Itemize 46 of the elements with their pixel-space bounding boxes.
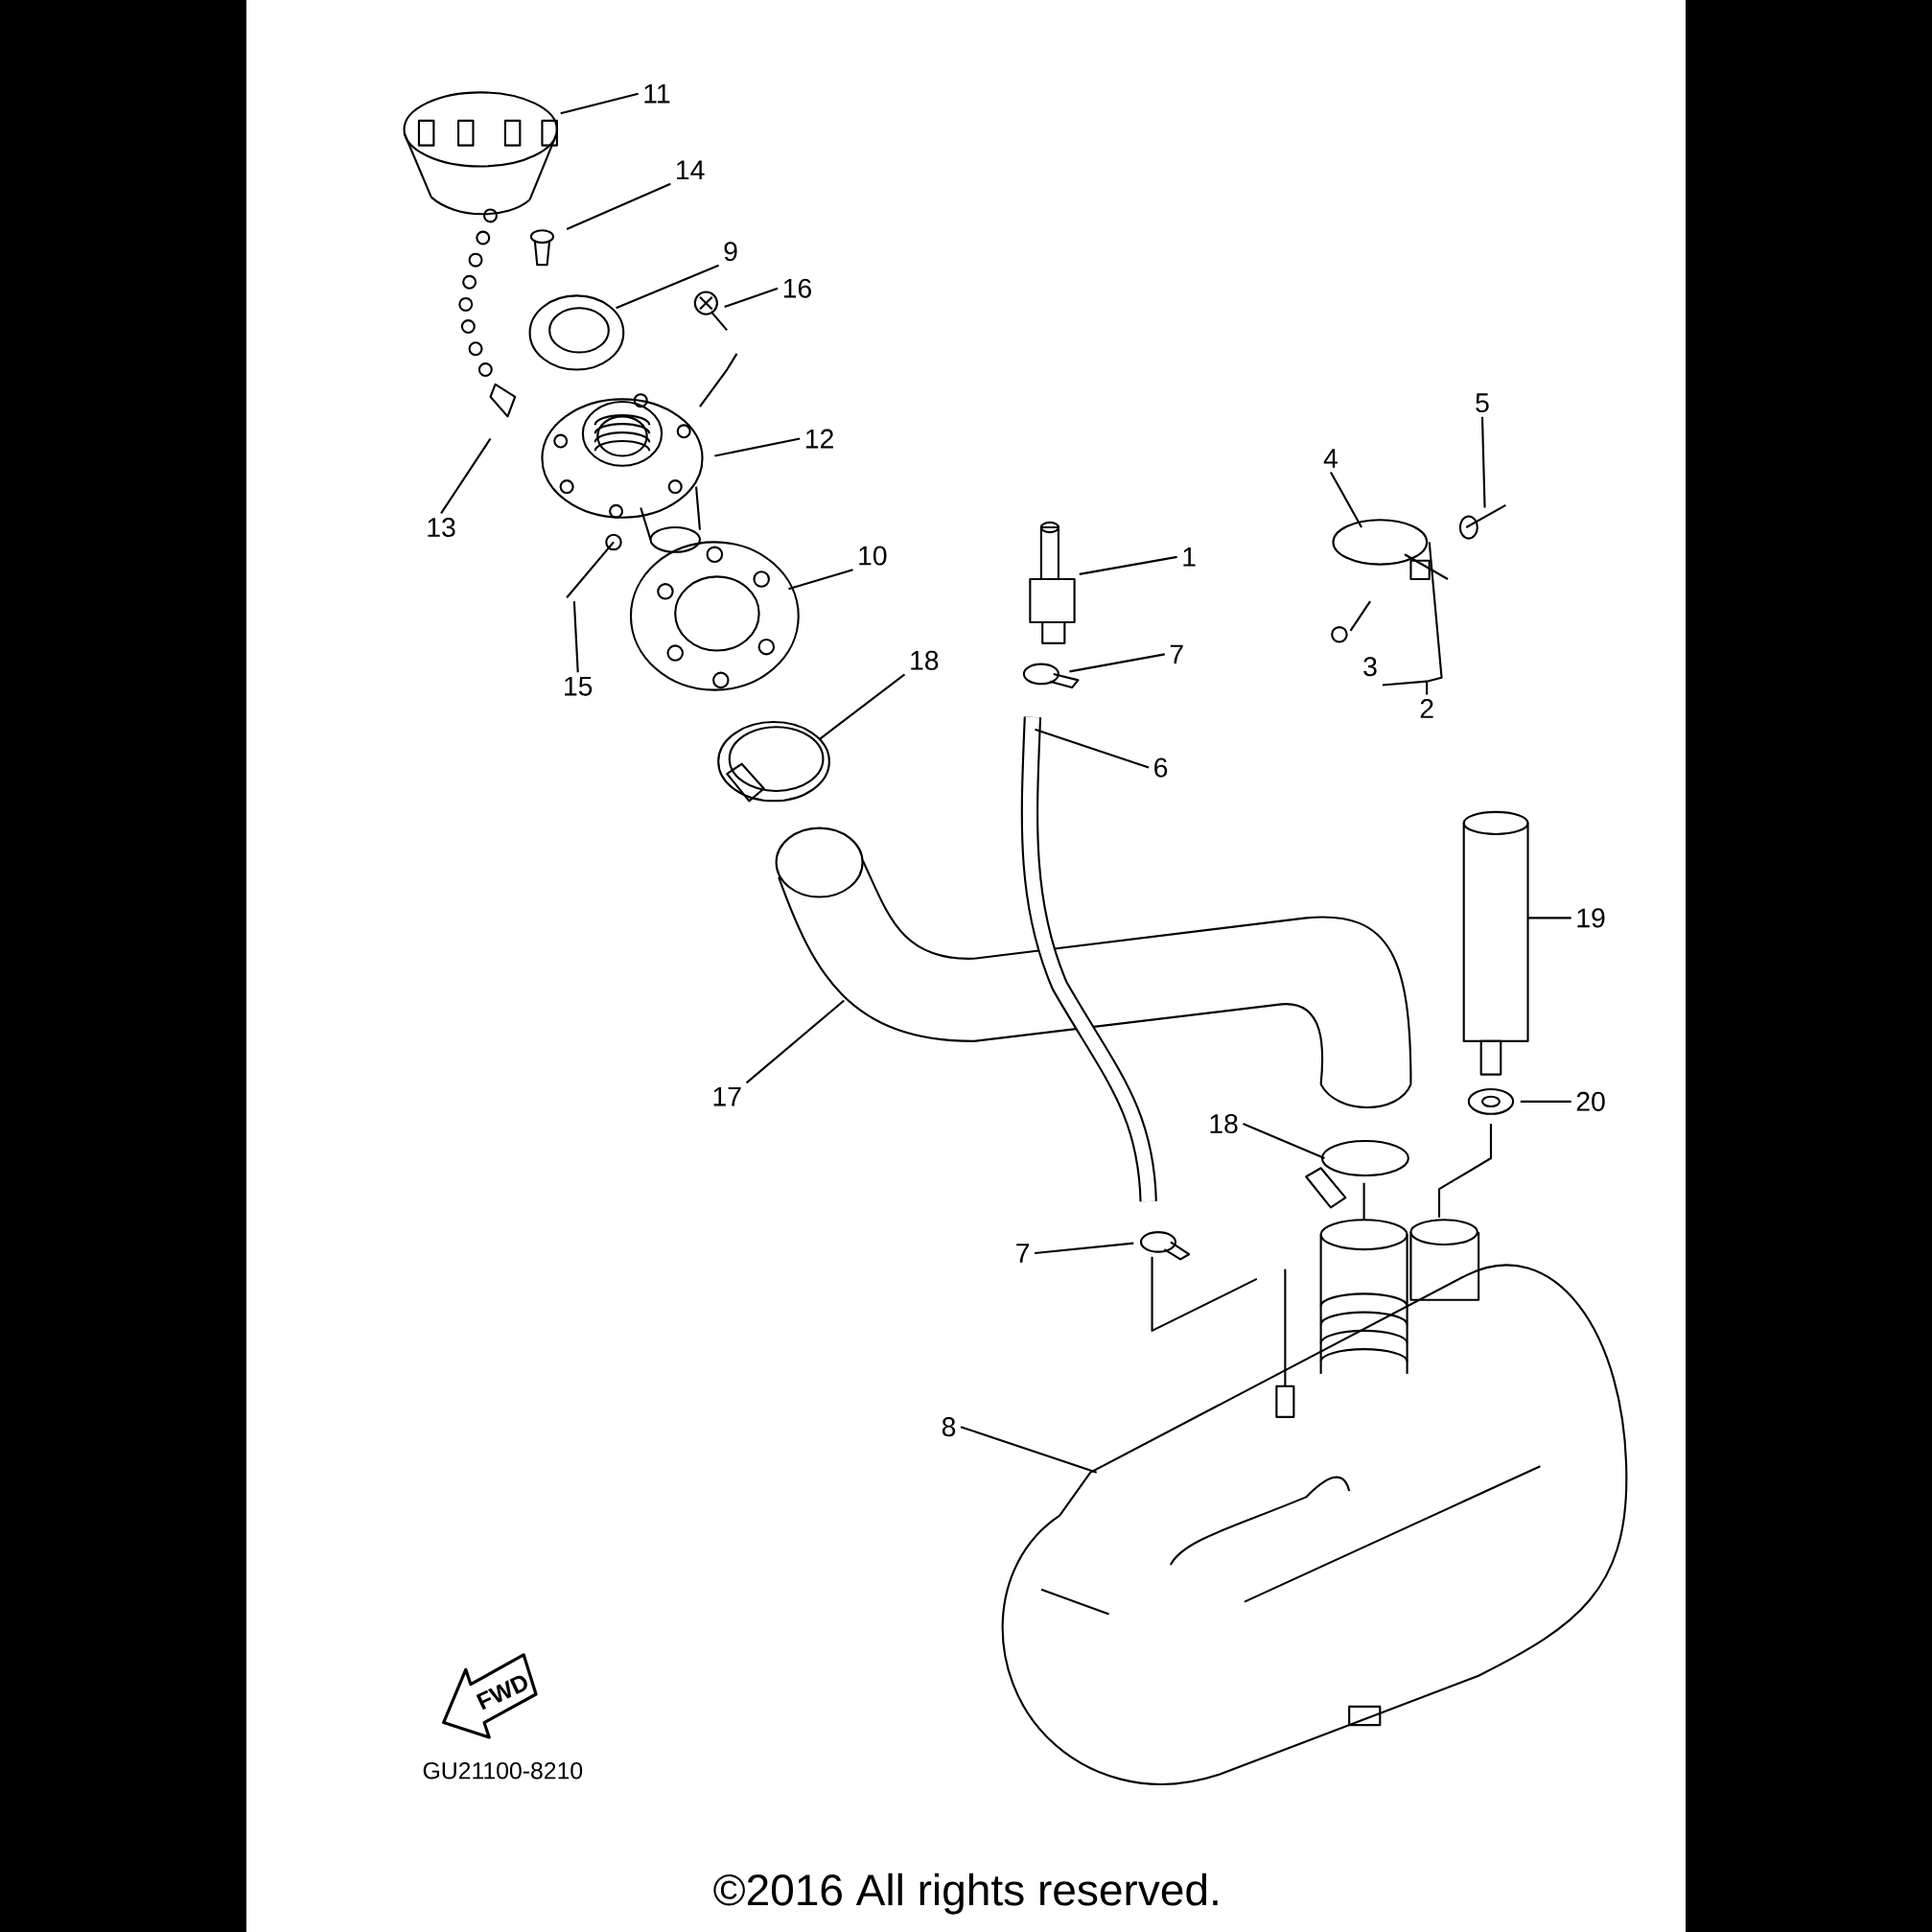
leader-line <box>1520 1100 1571 1103</box>
leader-line <box>1426 542 1443 695</box>
leader-line <box>818 673 906 740</box>
callout-number: 15 <box>565 676 593 696</box>
callout-number: 1 <box>1183 547 1196 567</box>
drawing-code: GU21100-8210 <box>423 1761 583 1780</box>
callout-number: 12 <box>806 429 833 449</box>
callout-number: 10 <box>859 546 887 566</box>
leader-line <box>616 264 719 310</box>
leader-line <box>960 1426 1098 1474</box>
leader-line <box>1330 471 1362 528</box>
callout-number: 8 <box>942 1417 956 1437</box>
leader-line <box>566 182 671 230</box>
callout-number: 9 <box>724 242 737 262</box>
leader-line <box>1079 555 1177 575</box>
callout-number: 13 <box>428 518 455 538</box>
leader-line <box>745 999 845 1084</box>
leader-line <box>560 92 639 115</box>
leader-line <box>1527 917 1571 919</box>
callout-number: 4 <box>1323 449 1338 468</box>
callout-number: 19 <box>1577 908 1605 928</box>
leader-line <box>1069 653 1165 673</box>
callout-number: 16 <box>783 278 811 298</box>
leader-line <box>1035 1242 1134 1254</box>
leader-line <box>572 601 579 673</box>
callout-number: 11 <box>644 83 670 104</box>
leader-line <box>1480 416 1486 508</box>
callout-number: 18 <box>1210 1114 1238 1134</box>
callout-number: 17 <box>713 1087 741 1106</box>
leader-line <box>724 287 779 308</box>
callout-number: 7 <box>1016 1244 1030 1263</box>
leader-line <box>1035 728 1150 769</box>
callout-number: 14 <box>677 160 705 180</box>
callout-number: 20 <box>1576 1091 1605 1111</box>
callout-number: 3 <box>1363 657 1377 677</box>
callout-number: 5 <box>1476 393 1489 413</box>
callout-number: 6 <box>1154 757 1168 778</box>
leader-line <box>788 569 853 591</box>
callout-number: 18 <box>911 650 939 670</box>
copyright-text: ©2016 All rights reserved. <box>713 1873 1218 1915</box>
arrow-label: FWD <box>476 1675 527 1711</box>
leader-line <box>714 437 801 457</box>
leader-line <box>440 437 492 514</box>
callout-number: 2 <box>1420 699 1433 718</box>
leader-line <box>1243 1123 1325 1159</box>
callout-number: 7 <box>1170 644 1183 664</box>
